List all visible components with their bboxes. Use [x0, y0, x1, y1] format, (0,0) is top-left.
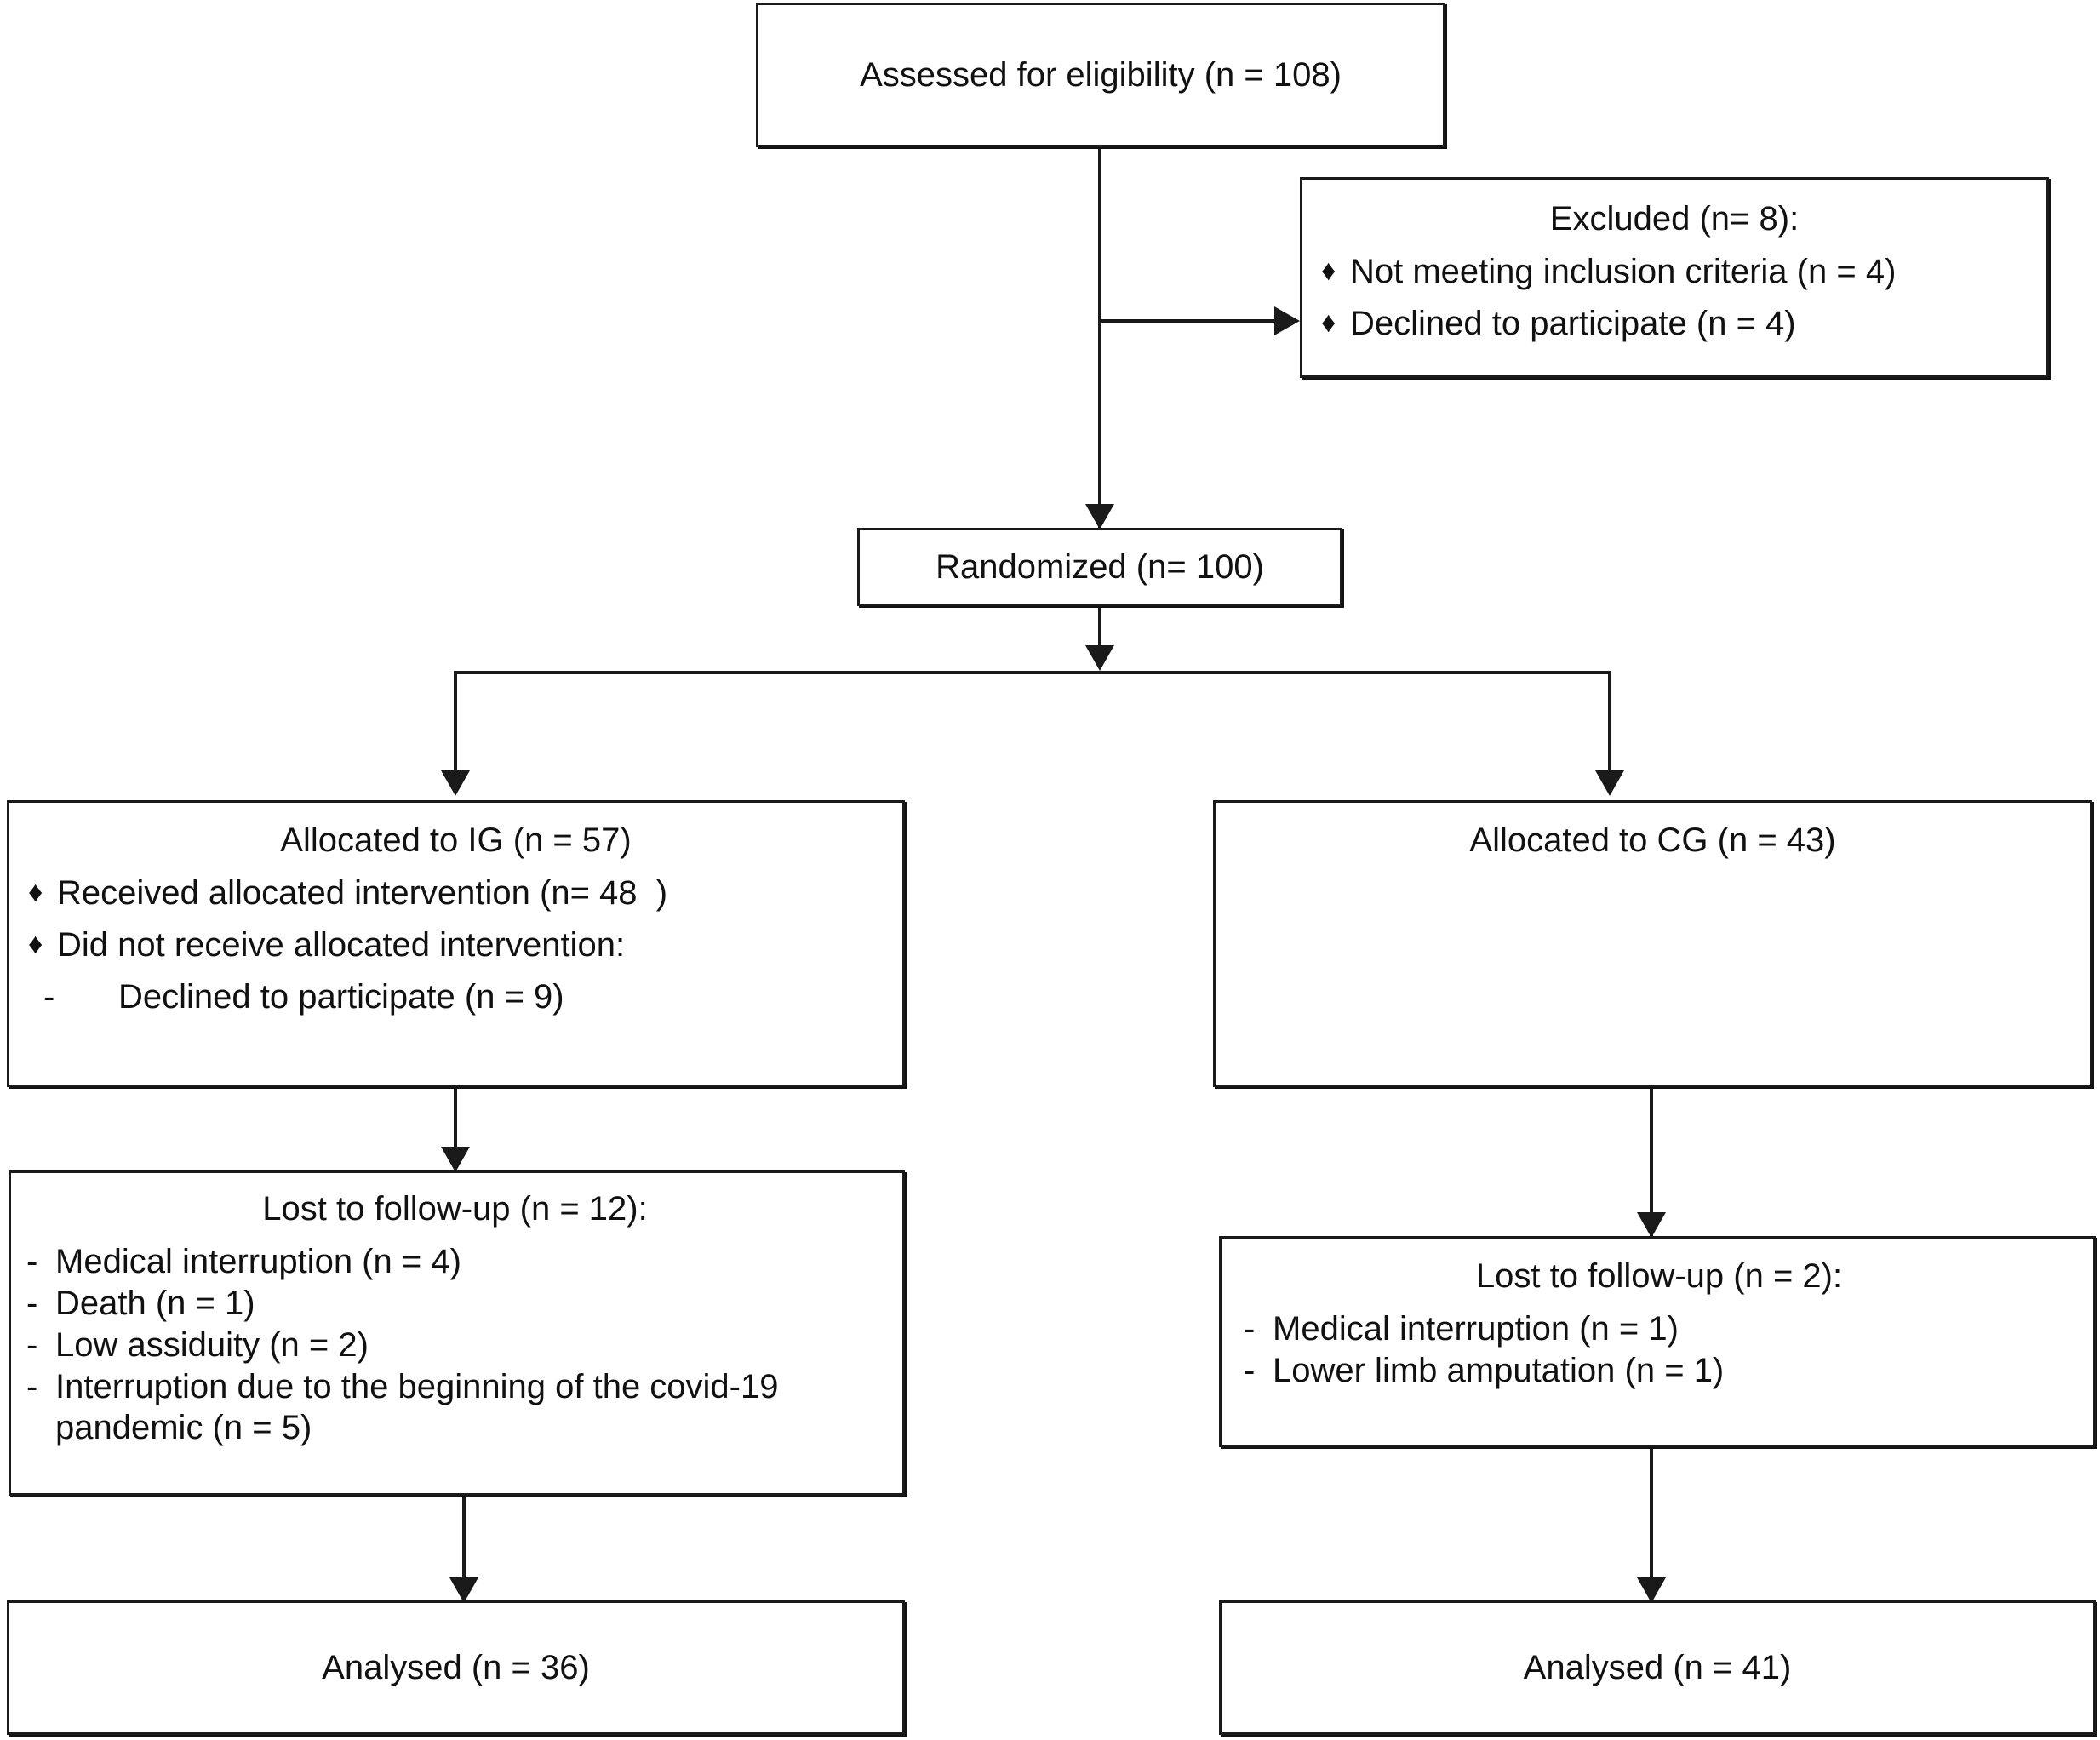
diamond-bullet-icon: ♦: [28, 875, 43, 908]
excluded-list: ♦ Not meeting inclusion criteria (n = 4)…: [1321, 252, 2028, 356]
allocated-ig-title: Allocated to IG (n = 57): [280, 821, 632, 859]
list-item: - Death (n = 1): [26, 1284, 884, 1324]
lost-cg-title: Lost to follow-up (n = 2):: [1475, 1257, 1843, 1295]
allocated-ig-list: ♦ Received allocated intervention (n= 48…: [28, 873, 884, 1030]
node-lost-cg: Lost to follow-up (n = 2): - Medical int…: [1219, 1236, 2096, 1447]
allocated-cg-title: Allocated to CG (n = 43): [1469, 821, 1836, 859]
node-allocated-cg: Allocated to CG (n = 43): [1213, 800, 2092, 1087]
dash-bullet-icon: -: [1244, 1309, 1256, 1348]
node-analysed-cg: Analysed (n = 41): [1219, 1600, 2096, 1735]
list-item-label: Not meeting inclusion criteria (n = 4): [1350, 252, 1897, 290]
arrowhead-to-randomized: [1085, 504, 1114, 529]
list-item: ♦ Not meeting inclusion criteria (n = 4): [1321, 252, 2028, 292]
assessed-title: Assessed for eligibility (n = 108): [860, 55, 1342, 94]
list-item-label: Medical interruption (n = 1): [1273, 1309, 1679, 1348]
lost-ig-list: - Medical interruption (n = 4) - Death (…: [26, 1242, 884, 1450]
arrowhead-to-lost-cg: [1637, 1212, 1666, 1238]
lost-ig-title: Lost to follow-up (n = 12):: [262, 1190, 648, 1228]
lost-cg-list: - Medical interruption (n = 1) - Lower l…: [1244, 1309, 2074, 1393]
list-item: - Medical interruption (n = 1): [1244, 1309, 2074, 1349]
connector-cg-allocated-to-lost: [1650, 1087, 1653, 1239]
list-item-label: Did not receive allocated intervention:: [57, 925, 626, 964]
list-item-label: Interruption due to the beginning of the…: [55, 1368, 788, 1446]
list-item: - Lower limb amputation (n = 1): [1244, 1351, 2074, 1391]
dash-bullet-icon: -: [26, 1368, 38, 1406]
arrowhead-to-analysed-ig: [449, 1577, 478, 1603]
dash-bullet-icon: -: [26, 1326, 38, 1365]
arrowhead-to-excluded: [1274, 306, 1300, 335]
dash-bullet-icon: -: [26, 1242, 38, 1280]
analysed-cg-title: Analysed (n = 41): [1523, 1648, 1792, 1686]
arrowhead-to-lost-ig: [441, 1147, 470, 1172]
diamond-bullet-icon: ♦: [1321, 306, 1336, 339]
connector-cg-lost-to-analysed: [1650, 1447, 1653, 1605]
connector-randomized-trunk: [1098, 606, 1101, 666]
node-excluded: Excluded (n= 8): ♦ Not meeting inclusion…: [1300, 177, 2049, 378]
diamond-bullet-icon: ♦: [28, 927, 43, 960]
node-randomized: Randomized (n= 100): [857, 528, 1342, 606]
node-allocated-ig: Allocated to IG (n = 57) ♦ Received allo…: [7, 800, 905, 1087]
connector-ig-lost-to-analysed: [462, 1394, 466, 1603]
dash-bullet-icon: -: [26, 1284, 38, 1322]
list-item-label: Received allocated intervention (n= 48 ): [57, 873, 668, 912]
connector-assessed-trunk: [1098, 146, 1101, 529]
arrowhead-split: [1085, 645, 1114, 671]
dash-bullet-icon: -: [43, 978, 55, 1016]
connector-to-excluded: [1100, 319, 1274, 323]
randomized-title: Randomized (n= 100): [936, 547, 1264, 586]
list-item-label: Low assiduity (n = 2): [55, 1326, 369, 1365]
node-analysed-ig: Analysed (n = 36): [7, 1600, 905, 1735]
list-item: - Medical interruption (n = 4): [26, 1242, 884, 1282]
node-lost-ig: Lost to follow-up (n = 12): - Medical in…: [9, 1170, 905, 1496]
node-assessed-for-eligibility: Assessed for eligibility (n = 108): [756, 3, 1445, 147]
excluded-title: Excluded (n= 8):: [1549, 200, 1800, 238]
list-item: ♦ Received allocated intervention (n= 48…: [28, 873, 884, 913]
connector-split-left-leg: [454, 671, 457, 786]
list-item-label: Declined to participate (n = 9): [118, 978, 564, 1016]
list-item-label: Medical interruption (n = 4): [55, 1242, 461, 1280]
dash-bullet-icon: -: [1244, 1351, 1256, 1389]
diamond-bullet-icon: ♦: [1321, 254, 1336, 287]
connector-ig-allocated-to-lost: [454, 1087, 457, 1172]
list-item: - Low assiduity (n = 2): [26, 1325, 884, 1365]
connector-split-bar: [454, 671, 1611, 674]
list-item: ♦ Declined to participate (n = 4): [1321, 304, 2028, 344]
analysed-ig-title: Analysed (n = 36): [322, 1648, 590, 1686]
list-item-sub: - Declined to participate (n = 9): [28, 977, 884, 1017]
list-item-label: Death (n = 1): [55, 1284, 255, 1322]
connector-split-right-leg: [1608, 671, 1611, 786]
arrowhead-to-allocated-ig: [441, 770, 470, 796]
arrowhead-to-allocated-cg: [1595, 770, 1624, 796]
list-item: ♦ Did not receive allocated intervention…: [28, 925, 884, 965]
list-item-label: Lower limb amputation (n = 1): [1273, 1351, 1725, 1389]
list-item-label: Declined to participate (n = 4): [1350, 304, 1796, 342]
arrowhead-to-analysed-cg: [1637, 1577, 1666, 1603]
list-item: - Interruption due to the beginning of t…: [26, 1367, 884, 1447]
